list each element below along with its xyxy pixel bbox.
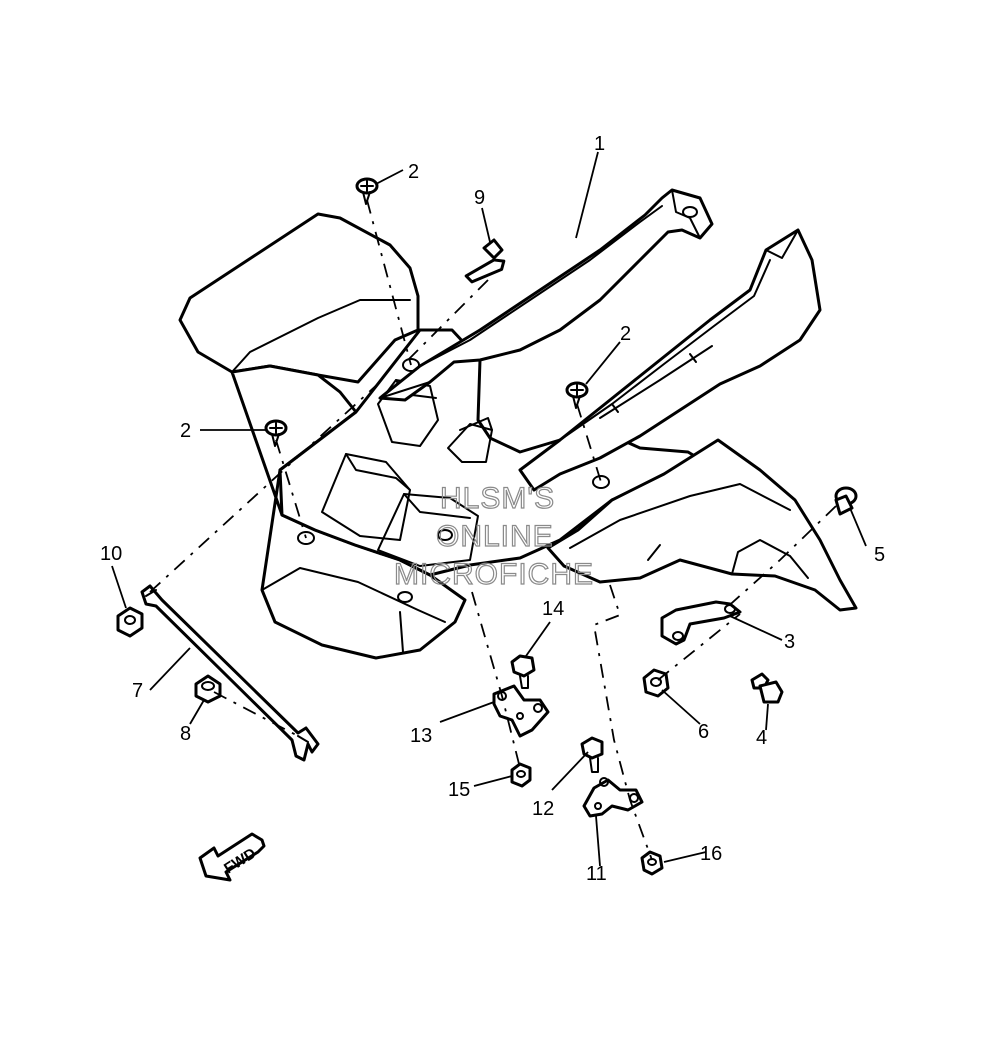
fender-stay bbox=[140, 584, 320, 762]
callout-7: 7 bbox=[132, 680, 143, 702]
assembly-lines bbox=[149, 199, 837, 861]
fwd-arrow-icon: FWD bbox=[198, 832, 266, 882]
callout-13: 13 bbox=[410, 725, 432, 747]
nut-icon bbox=[510, 762, 532, 788]
watermark-line-2: ONLINE bbox=[436, 520, 554, 553]
fasteners bbox=[116, 177, 858, 876]
callout-2: 2 bbox=[620, 323, 631, 345]
leader-lines bbox=[111, 151, 867, 867]
callout-12: 12 bbox=[532, 798, 554, 820]
lower-bracket-11 bbox=[582, 777, 644, 818]
callout-9: 9 bbox=[474, 187, 485, 209]
screw-icon bbox=[264, 419, 288, 447]
nut-icon bbox=[640, 850, 664, 876]
watermark-line-3: MICROFICHE bbox=[394, 558, 594, 591]
carrier-bar-left bbox=[378, 188, 714, 402]
watermark-line-1: HLSM'S bbox=[440, 482, 555, 515]
callout-16: 16 bbox=[700, 843, 722, 865]
callout-5: 5 bbox=[874, 544, 885, 566]
callout-6: 6 bbox=[698, 721, 709, 743]
screw-icon bbox=[565, 381, 589, 409]
callout-4: 4 bbox=[756, 727, 767, 749]
mounting-holes bbox=[297, 358, 610, 603]
watermark: HLSM'S ONLINE MICROFICHE bbox=[393, 481, 594, 591]
bolt-icon bbox=[834, 486, 858, 516]
callout-10: 10 bbox=[100, 543, 122, 565]
bolt-icon bbox=[194, 674, 222, 704]
carrier-bar-right bbox=[518, 228, 822, 492]
callout-15: 15 bbox=[448, 779, 470, 801]
bolt-icon bbox=[510, 654, 536, 689]
callouts: 1 2 2 2 9 5 3 4 6 10 7 8 13 14 15 12 11 … bbox=[100, 133, 885, 885]
bolt-icon bbox=[750, 672, 784, 704]
callout-14: 14 bbox=[542, 598, 564, 620]
bolt-icon bbox=[464, 238, 506, 284]
callout-2: 2 bbox=[180, 420, 191, 442]
lower-bracket-13 bbox=[492, 684, 550, 738]
screw-icon bbox=[355, 177, 379, 205]
callout-8: 8 bbox=[180, 723, 191, 745]
callout-3: 3 bbox=[784, 631, 795, 653]
nut-icon bbox=[116, 606, 144, 638]
callout-11: 11 bbox=[586, 863, 607, 885]
callout-2: 2 bbox=[408, 161, 419, 183]
callout-1: 1 bbox=[594, 133, 605, 155]
